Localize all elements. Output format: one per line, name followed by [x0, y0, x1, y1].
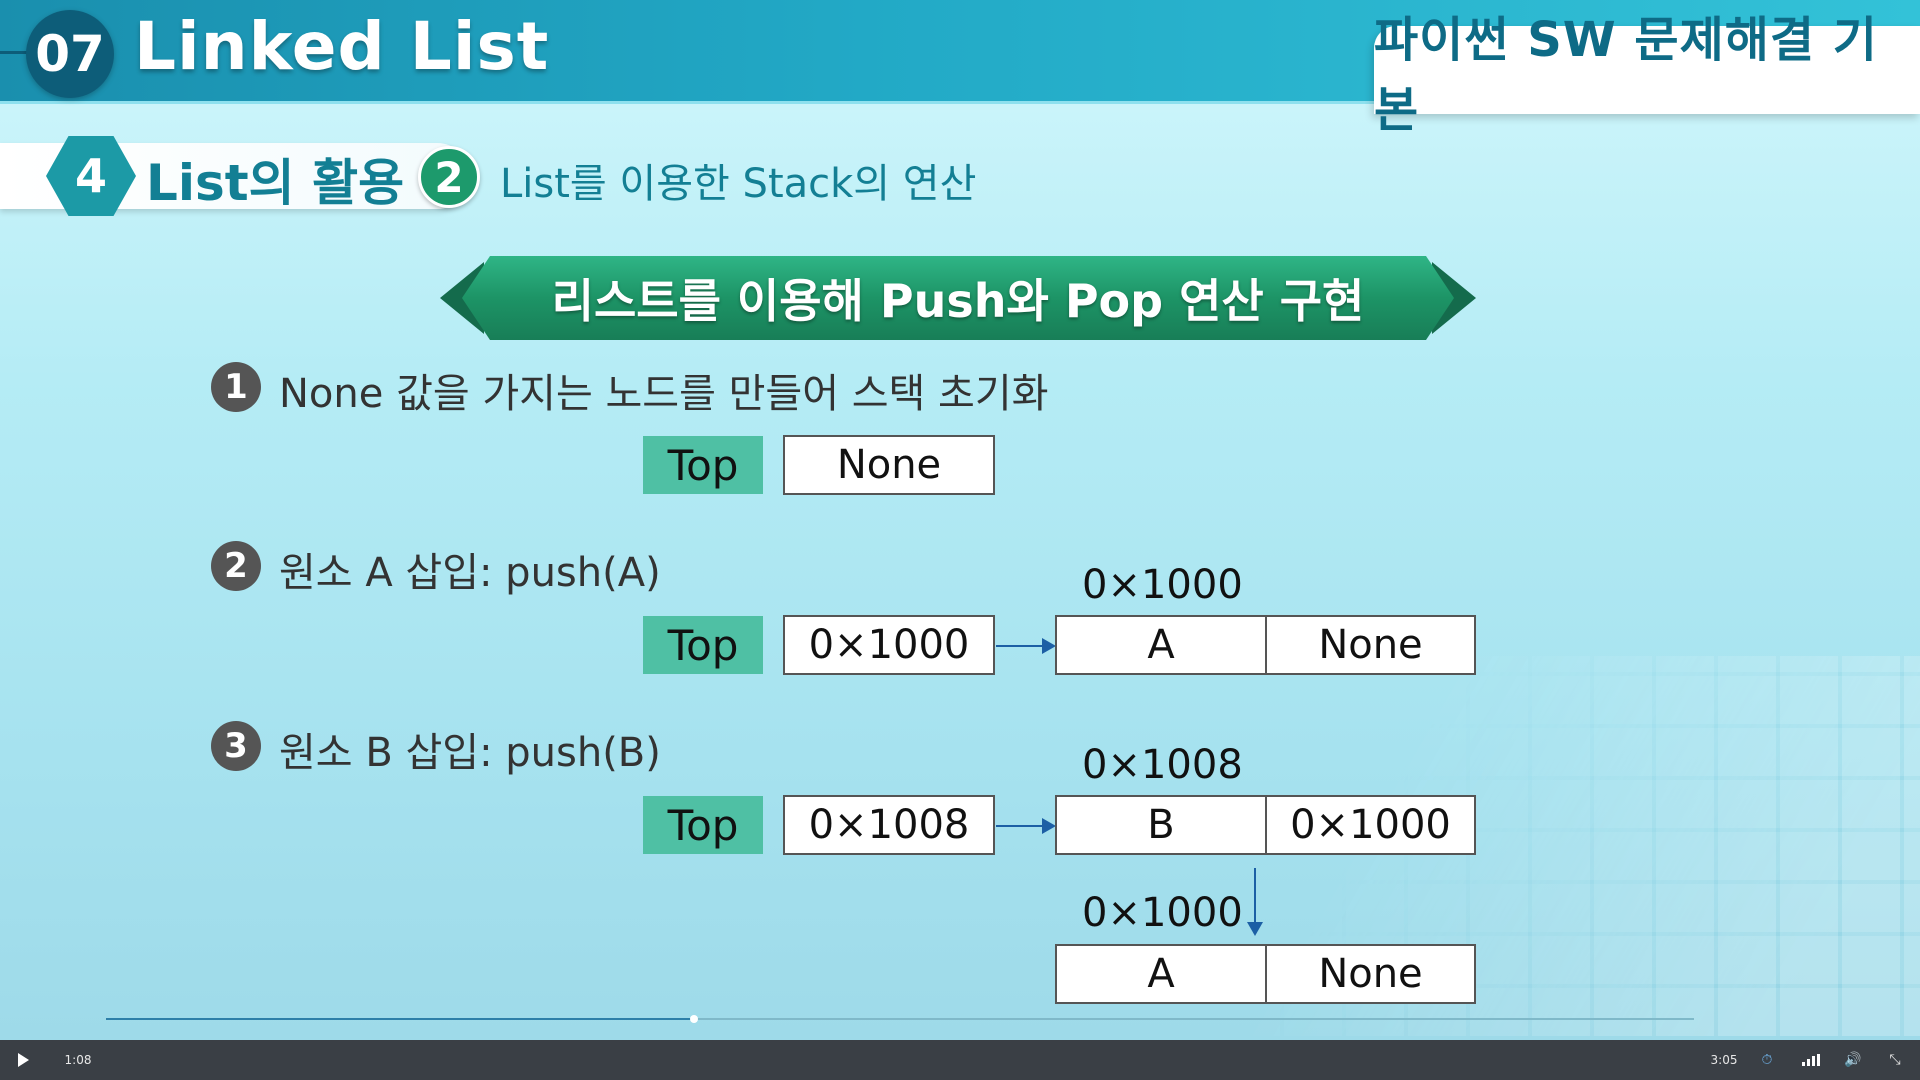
step-1-number: 1 [211, 362, 261, 412]
step-2-top-label: Top [643, 616, 763, 674]
step-2-pointer-arrow [996, 638, 1056, 654]
subsection-number-badge: 2 [418, 146, 480, 208]
step-3-node-data: B [1055, 795, 1267, 855]
course-title: 파이썬 SW 문제해결 기본 [1374, 12, 1920, 138]
play-button[interactable] [8, 1040, 38, 1080]
step-3-second-node-data: A [1055, 944, 1267, 1004]
play-icon [17, 1053, 29, 1067]
step-3-node-next: 0×1000 [1265, 795, 1476, 855]
progress-knob[interactable] [689, 1015, 698, 1023]
step-3-second-node-next: None [1265, 944, 1476, 1004]
section-title: List의 활용 [146, 154, 405, 212]
ribbon-title: 리스트를 이용해 Push와 Pop 연산 구현 [462, 256, 1454, 340]
total-time: 3:05 [1710, 1053, 1738, 1067]
step-2-top-value: 0×1000 [783, 615, 995, 675]
step-3-next-pointer-arrow [1247, 868, 1263, 936]
subsection-title: List를 이용한 Stack의 연산 [500, 161, 977, 207]
step-1-top-label: Top [643, 436, 763, 494]
chapter-number-badge: 07 [26, 10, 114, 98]
step-1-text: None 값을 가지는 노드를 만들어 스택 초기화 [279, 371, 1049, 417]
quality-icon [1802, 1054, 1820, 1066]
step-3-top-label: Top [643, 796, 763, 854]
fullscreen-exit-button[interactable]: ⤡ [1880, 1040, 1910, 1080]
step-3-pointer-arrow [996, 818, 1056, 834]
chapter-connector-line [0, 51, 30, 54]
step-2-node-address: 0×1000 [1082, 562, 1243, 608]
step-1-top-value: None [783, 435, 995, 495]
step-2-node-data: A [1055, 615, 1267, 675]
step-3-node-address: 0×1008 [1082, 742, 1243, 788]
current-time: 1:08 [64, 1053, 92, 1067]
volume-icon: 🔊 [1844, 1052, 1862, 1068]
ribbon-banner: 리스트를 이용해 Push와 Pop 연산 구현 [440, 256, 1476, 340]
step-2-number: 2 [211, 541, 261, 591]
step-3-text: 원소 B 삽입: push(B) [279, 730, 661, 776]
fullscreen-exit-icon: ⤡ [1889, 1052, 1901, 1068]
step-2-text: 원소 A 삽입: push(A) [279, 550, 661, 596]
volume-button[interactable]: 🔊 [1838, 1040, 1868, 1080]
step-3-number: 3 [211, 721, 261, 771]
step-3-second-node-address: 0×1000 [1082, 890, 1243, 936]
quality-button[interactable] [1796, 1040, 1826, 1080]
player-control-bar: 1:08 3:05 ⏱ 🔊 ⤡ [0, 1040, 1920, 1080]
progress-fill [106, 1018, 694, 1020]
chapter-title: Linked List [134, 8, 550, 85]
speed-icon: ⏱ [1761, 1052, 1773, 1068]
step-3-top-value: 0×1008 [783, 795, 995, 855]
speed-button[interactable]: ⏱ [1752, 1040, 1782, 1080]
progress-track[interactable] [106, 1018, 1694, 1020]
step-2-node-next: None [1265, 615, 1476, 675]
